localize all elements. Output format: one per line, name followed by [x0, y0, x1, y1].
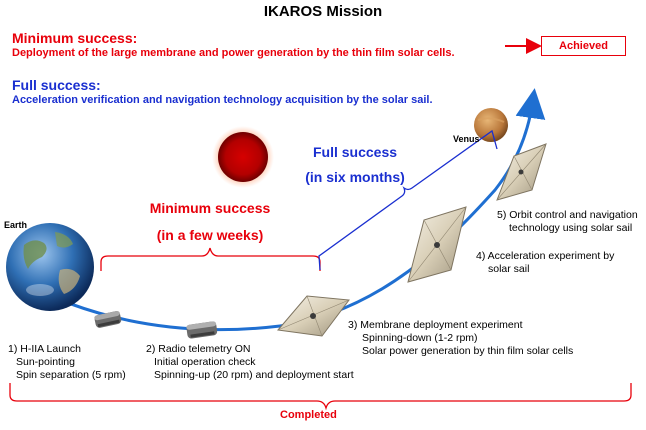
- step-5: 5) Orbit control and navigation technolo…: [497, 209, 638, 235]
- full-success-description: Acceleration verification and navigation…: [12, 94, 433, 106]
- minimum-success-description: Deployment of the large membrane and pow…: [12, 47, 455, 59]
- step-3: 3) Membrane deployment experiment Spinni…: [348, 319, 573, 358]
- step-detail: Spin separation (5 rpm): [16, 369, 126, 381]
- sun-icon: [212, 126, 274, 188]
- venus-icon: [474, 108, 508, 142]
- completed-bracket: [9, 383, 632, 411]
- earth-label: Earth: [4, 220, 28, 230]
- solar-sail-icon: [496, 143, 547, 201]
- spacecraft-icon: [186, 321, 218, 339]
- spacecraft-icon: [94, 310, 122, 328]
- minimum-success-heading: Minimum success:: [12, 30, 138, 46]
- page-title: IKAROS Mission: [263, 3, 383, 20]
- step-title: 3) Membrane deployment experiment: [348, 319, 523, 331]
- step-title: 1) H-IIA Launch: [8, 343, 81, 355]
- step-detail: Sun-pointing: [16, 356, 75, 368]
- step-detail: solar sail: [488, 263, 530, 275]
- full-success-duration: (in six months): [305, 169, 405, 185]
- status-badge: Achieved: [541, 36, 626, 56]
- earth-icon: [6, 223, 94, 311]
- step-2: 2) Radio telemetry ON Initial operation …: [146, 343, 354, 382]
- step-title: 4) Acceleration experiment by: [476, 250, 615, 262]
- solar-sail-icon: [407, 206, 467, 283]
- step-detail: Spinning-down (1-2 rpm): [362, 332, 478, 344]
- min-success-bracket: [100, 247, 321, 271]
- step-1: 1) H-IIA Launch Sun-pointing Spin separa…: [8, 343, 126, 382]
- min-success-label: Minimum success: [149, 200, 271, 216]
- full-success-bracket: [318, 129, 498, 271]
- min-success-duration: (in a few weeks): [156, 227, 264, 243]
- full-success-heading: Full success:: [12, 77, 101, 93]
- step-4: 4) Acceleration experiment by solar sail: [476, 250, 614, 276]
- step-title: 2) Radio telemetry ON: [146, 343, 251, 355]
- venus-label: Venus: [453, 134, 480, 144]
- step-title: 5) Orbit control and navigation: [497, 209, 638, 221]
- step-detail: Initial operation check: [154, 356, 256, 368]
- step-detail: Solar power generation by thin film sola…: [362, 345, 574, 357]
- step-detail: technology using solar sail: [509, 222, 633, 234]
- step-detail: Spinning-up (20 rpm) and deployment star…: [154, 369, 354, 381]
- completed-label: Completed: [280, 409, 337, 421]
- full-success-label: Full success: [312, 144, 398, 160]
- solar-sail-icon: [277, 295, 350, 337]
